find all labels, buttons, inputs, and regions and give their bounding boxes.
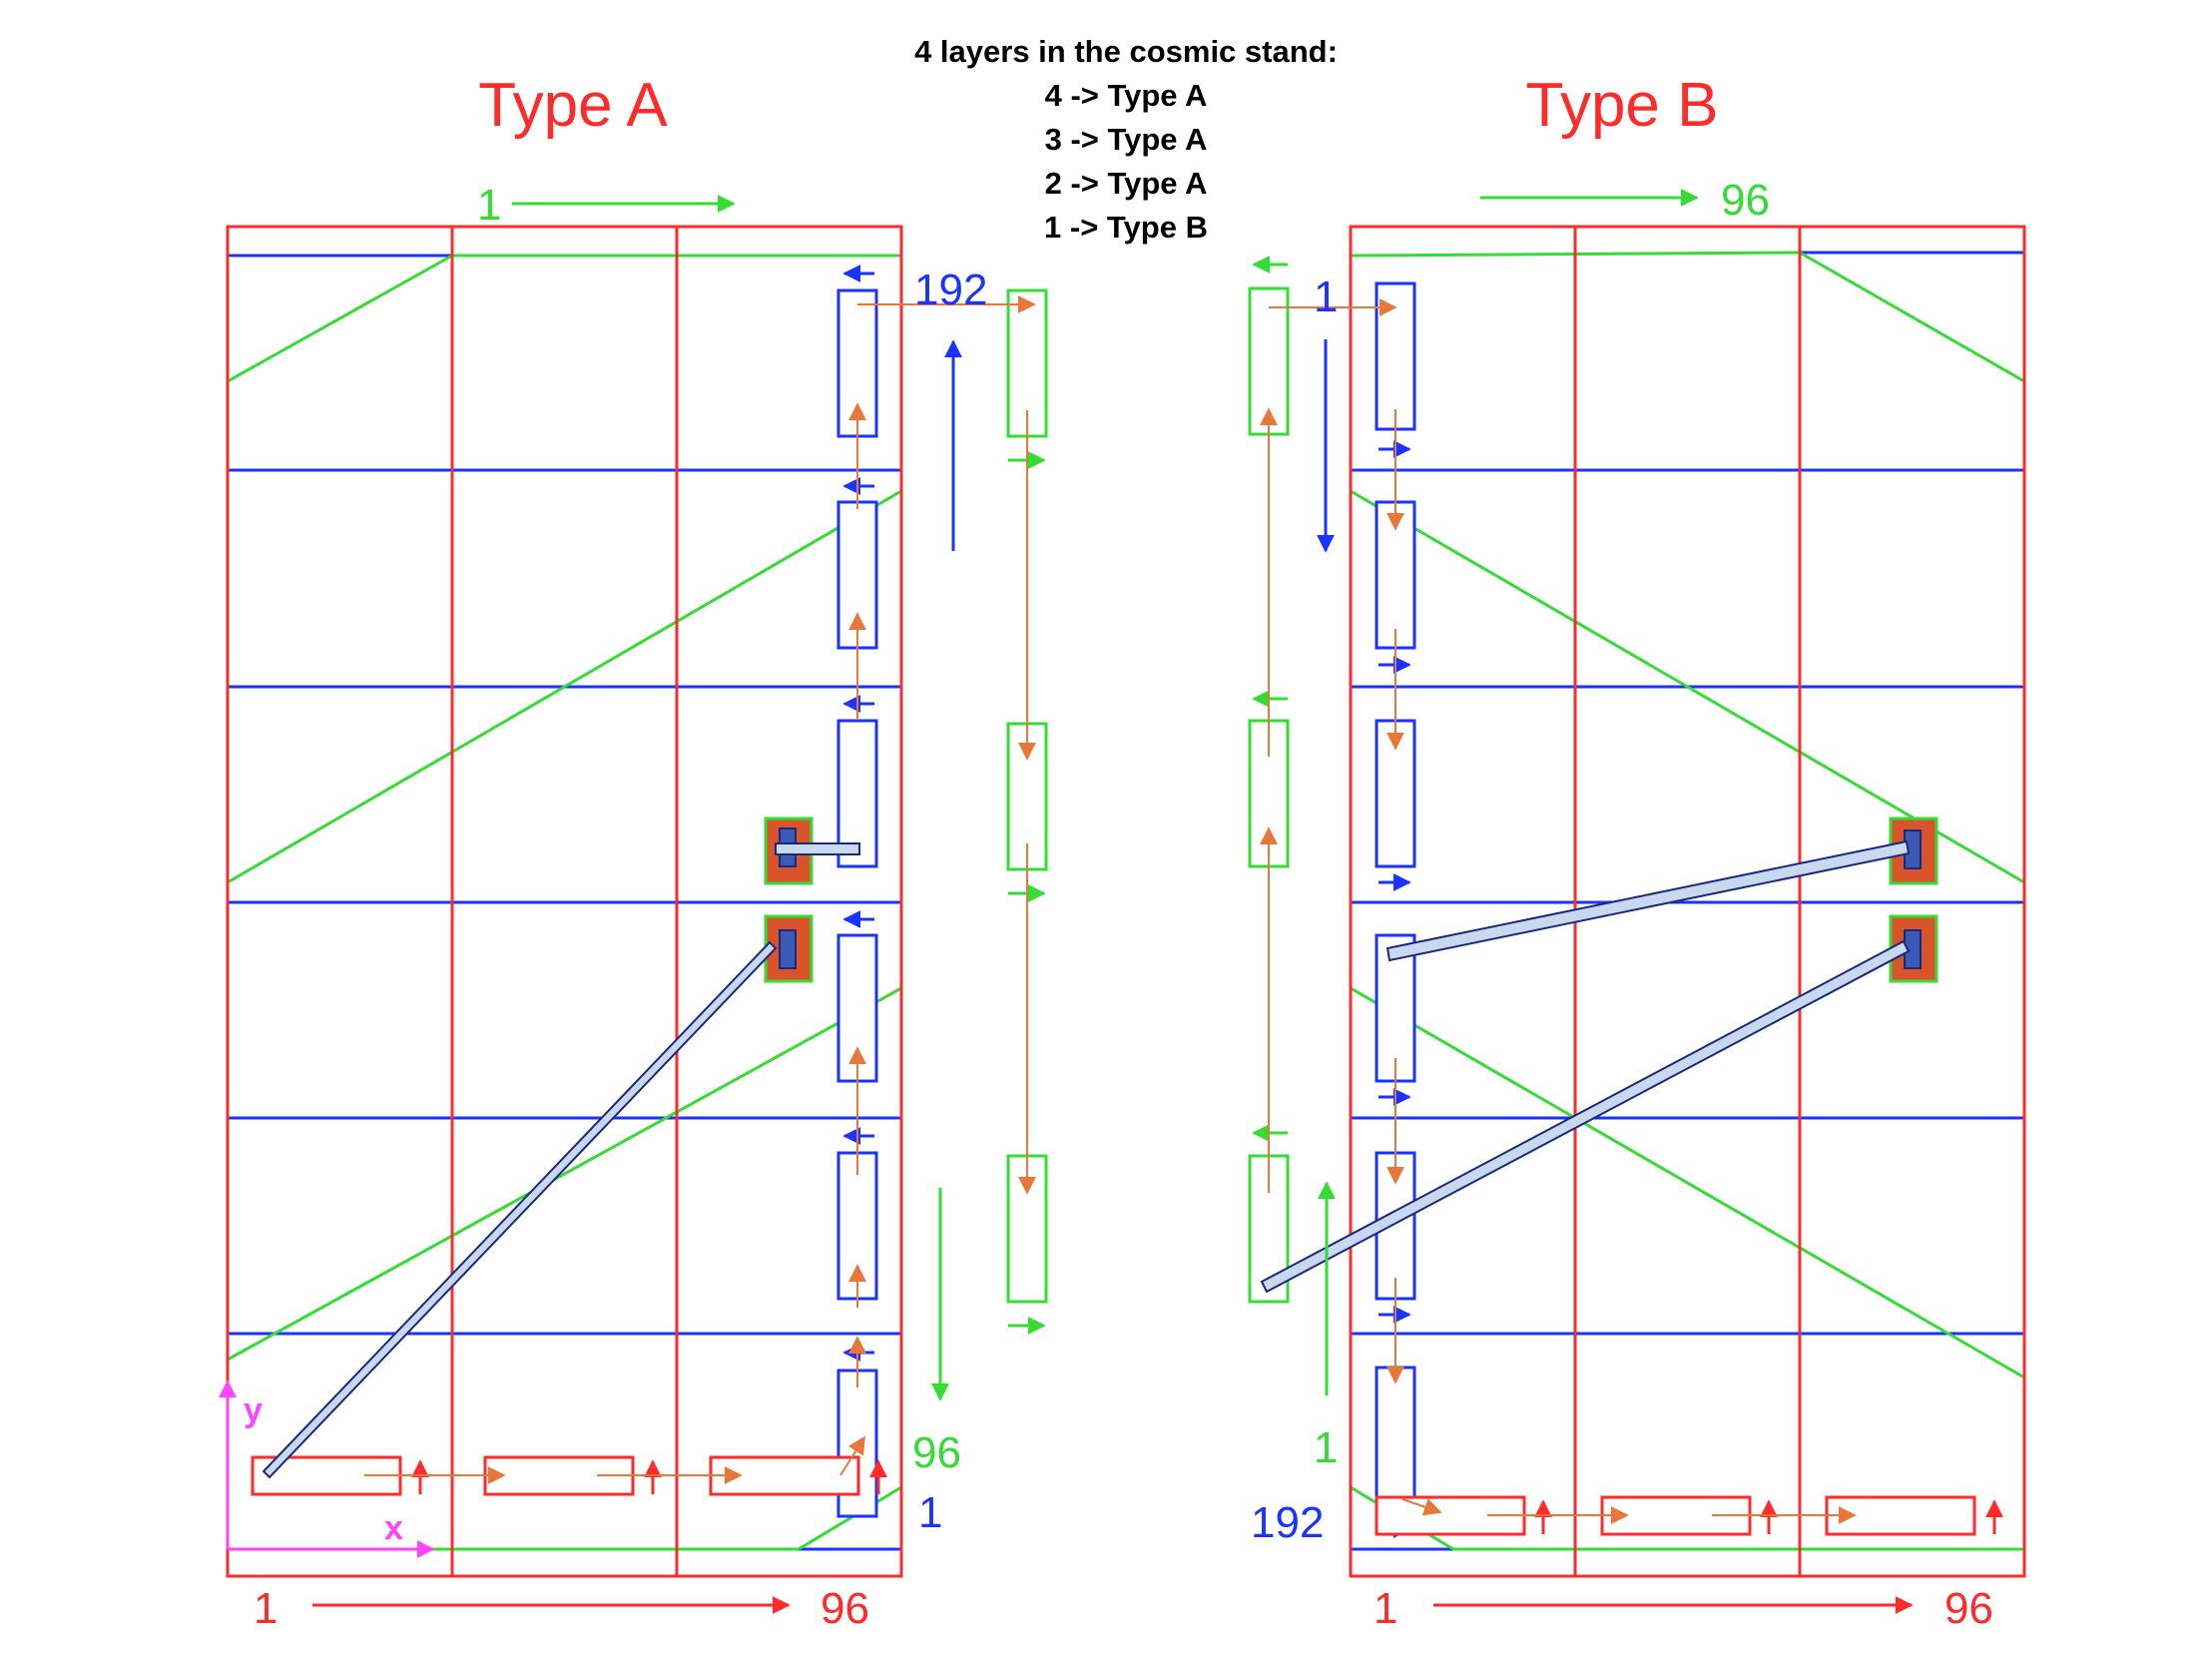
blue-box — [1375, 281, 1416, 431]
type-a-y-axis-label: y — [244, 1391, 263, 1429]
summary-line-1: 4 layers in the cosmic stand: — [914, 34, 1338, 69]
type-a-panel: y x 1 192 96 1 1 96 — [219, 181, 1048, 1633]
type-a-red-small-arrows — [411, 1459, 887, 1494]
type-a-connector-diagonal — [262, 940, 778, 1479]
type-b-green-top-label: 96 — [1721, 176, 1770, 225]
type-a-green-bottom-label: 96 — [912, 1428, 961, 1477]
type-b-blue-top-label: 1 — [1314, 273, 1338, 321]
type-b-connector-upper — [1385, 839, 1911, 962]
type-b-green-bottom-label: 1 — [1314, 1423, 1338, 1472]
type-b-red-end-label: 96 — [1944, 1584, 1993, 1633]
type-a-red-frame — [226, 225, 903, 1578]
type-b-panel: 96 1 1 192 1 96 — [1248, 176, 2026, 1633]
summary-line-2: 4 -> Type A — [1045, 78, 1208, 113]
type-b-red-frame — [1349, 225, 2026, 1578]
blue-box — [836, 719, 878, 868]
type-b-blue-strips — [1349, 251, 2026, 1551]
type-b-red-start-label: 1 — [1374, 1584, 1397, 1633]
type-b-orange-routing — [1260, 298, 1857, 1524]
type-a-xy-axes — [219, 1379, 435, 1558]
type-b-title: Type B — [1526, 71, 1719, 140]
summary-line-3: 3 -> Type A — [1045, 122, 1208, 157]
summary-line-4: 2 -> Type A — [1045, 166, 1208, 201]
type-b-green-boxes — [1248, 286, 1290, 1304]
type-b-green-small-arrows — [1252, 256, 1288, 1142]
type-a-blue-bottom-label: 1 — [918, 1488, 942, 1537]
type-a-green-top-label: 1 — [477, 181, 501, 230]
type-a-blue-strips — [226, 254, 903, 1551]
type-a-connector-upper — [775, 842, 860, 855]
type-b-blue-boxes — [1375, 281, 1416, 1531]
type-b-red-small-arrows — [1534, 1499, 2003, 1534]
layer-summary: 4 layers in the cosmic stand: 4 -> Type … — [914, 34, 1338, 245]
type-b-red-boxes — [1375, 1495, 1976, 1536]
type-a-red-boxes — [251, 1455, 860, 1496]
type-b-connector-lower — [1260, 939, 1911, 1294]
type-b-blue-bottom-label: 192 — [1251, 1498, 1324, 1547]
type-a-green-boxes — [1006, 288, 1048, 1304]
summary-line-5: 1 -> Type B — [1044, 210, 1208, 245]
type-a-blue-top-label: 192 — [914, 266, 987, 314]
red-box — [709, 1455, 860, 1496]
type-a-title: Type A — [478, 71, 668, 140]
type-a-x-axis-label: x — [384, 1509, 403, 1547]
type-a-red-end-label: 96 — [821, 1584, 869, 1633]
type-a-red-start-label: 1 — [254, 1584, 277, 1633]
blue-box — [836, 933, 878, 1083]
type-a-orange-routing — [364, 295, 1036, 1484]
